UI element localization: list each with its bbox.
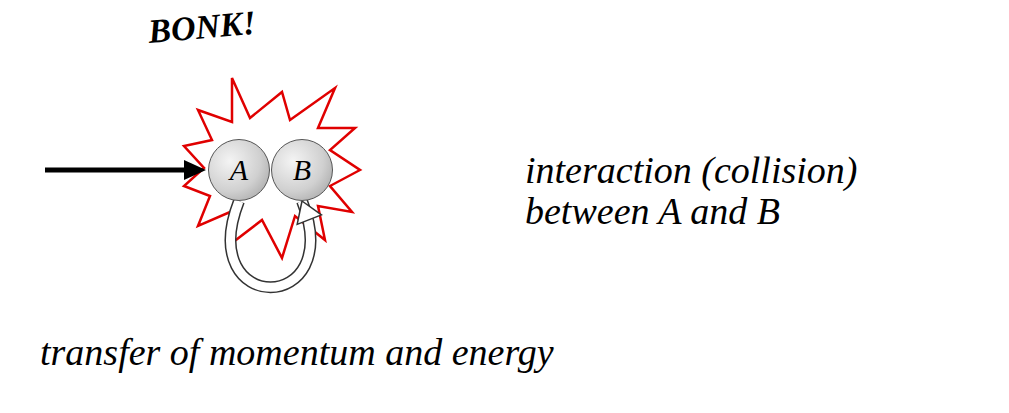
incoming-arrow-head [184,160,206,180]
caption-note: transfer of momentum and energy [40,332,554,373]
sphere-node: B [271,139,333,201]
sphere-label: B [293,155,311,185]
impact-starburst [184,78,360,258]
sound-effect-text: BONK! [147,5,257,51]
sphere-label: A [230,155,248,185]
transfer-arrow [231,201,322,287]
sphere-node: A [208,139,270,201]
incoming-arrow-shaft [45,168,186,173]
caption-note: interaction (collision) between A and B [525,150,965,232]
